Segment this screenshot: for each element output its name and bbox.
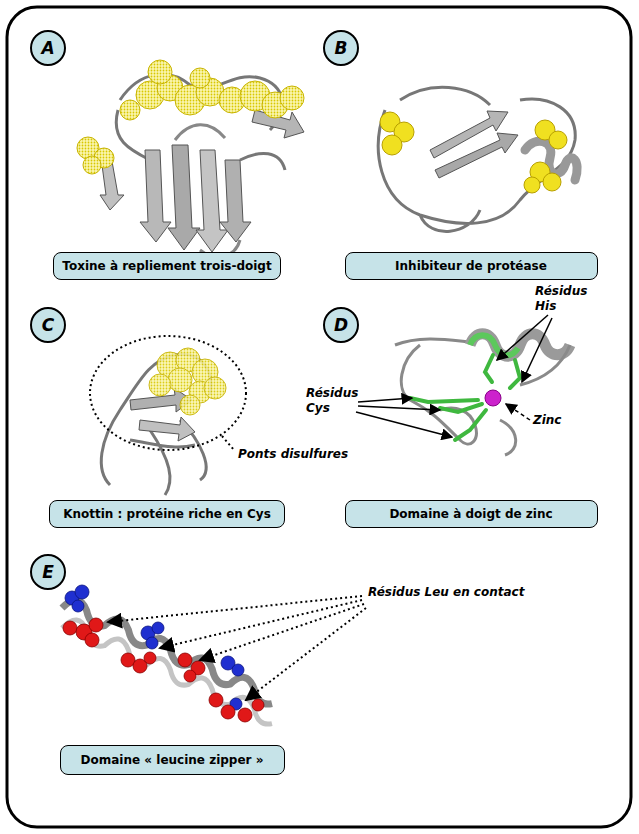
annotation-label: Zinc	[533, 413, 561, 428]
illustration-part	[435, 133, 518, 178]
illustration-part	[168, 368, 192, 392]
illustration-part	[204, 377, 226, 399]
annotation-label: Résidus Cys	[306, 386, 366, 416]
panel-letter: D	[334, 315, 348, 335]
illustration-part	[380, 112, 567, 193]
illustration-part	[139, 417, 195, 441]
illustration-part	[120, 100, 140, 120]
annotation-label: Ponts disulfures	[238, 447, 348, 462]
caption-text: Knottin : protéine riche en Cys	[63, 507, 271, 521]
illustration-part	[108, 596, 362, 622]
illustration-part	[220, 160, 251, 242]
illustration-part	[77, 60, 304, 174]
illustration-part	[196, 150, 228, 252]
illustration-part	[144, 652, 156, 664]
illustration-part	[75, 585, 89, 599]
illustration-part	[65, 585, 244, 710]
panel-letter: B	[335, 38, 348, 58]
caption-box: Toxine à repliement trois-doigt	[53, 252, 281, 280]
illustration-part	[410, 398, 478, 402]
illustration-part	[238, 708, 252, 722]
panel-letter-circle: E	[30, 554, 66, 590]
illustration-part	[485, 355, 493, 382]
illustration-part	[222, 436, 234, 450]
illustration-part	[543, 173, 561, 191]
illustration-part	[356, 412, 452, 437]
illustration-part	[140, 150, 171, 242]
illustration-part	[178, 653, 192, 667]
panel-letter: A	[41, 38, 54, 58]
illustration-part	[497, 315, 548, 360]
illustration-part	[382, 135, 402, 155]
illustration-part	[358, 406, 440, 410]
illustration-part	[358, 398, 412, 402]
illustration-part	[470, 335, 518, 355]
illustration-part	[89, 618, 103, 632]
illustration-part	[455, 410, 486, 440]
illustration-part	[55, 596, 283, 706]
annotation-label: Résidus Leu en contact	[368, 585, 524, 600]
caption-text: Domaine à doigt de zinc	[389, 507, 552, 521]
illustration-part	[63, 618, 264, 722]
illustration-part	[549, 131, 567, 149]
illustration-part	[180, 395, 200, 415]
illustration-part	[440, 404, 482, 412]
illustration-part	[200, 604, 364, 660]
protease-inhibitor	[378, 87, 577, 231]
illustration-part	[410, 355, 520, 440]
panel-letter: E	[42, 562, 54, 582]
illustration-part	[168, 145, 200, 250]
caption-box: Knottin : protéine riche en Cys	[49, 500, 285, 528]
knottin	[90, 336, 246, 495]
caption-text: Domaine « leucine zipper »	[81, 753, 264, 767]
panel-letter-circle: C	[30, 307, 66, 343]
illustration-part	[85, 633, 99, 647]
caption-text: Toxine à repliement trois-doigt	[62, 259, 271, 273]
illustration-part	[190, 68, 210, 88]
illustration-part	[63, 621, 77, 635]
illustration-part	[524, 177, 540, 193]
panel-letter-circle: D	[323, 307, 359, 343]
illustration-part	[232, 664, 244, 676]
leucine-zipper	[55, 585, 366, 726]
illustration-part	[160, 600, 362, 648]
zinc-finger	[356, 315, 570, 455]
illustration-part	[430, 111, 508, 158]
illustration-part	[401, 345, 570, 455]
illustration-part	[209, 693, 223, 707]
illustration-part	[280, 86, 304, 110]
illustration-part	[252, 699, 264, 711]
illustration-part	[149, 348, 226, 415]
caption-box: Domaine à doigt de zinc	[345, 500, 598, 528]
three-finger-toxin	[77, 60, 304, 257]
illustration-part	[246, 608, 366, 700]
caption-box: Domaine « leucine zipper »	[60, 745, 285, 775]
illustration-part	[108, 596, 366, 700]
illustration-part	[72, 600, 84, 612]
annotation-label: Résidus His	[535, 284, 605, 314]
illustration-part	[55, 616, 283, 726]
panel-letter-circle: A	[30, 30, 66, 66]
illustration-part	[148, 60, 172, 84]
illustration-part	[83, 156, 101, 174]
illustration-part	[90, 336, 246, 450]
illustration-part	[485, 390, 501, 406]
illustration-part	[522, 318, 552, 382]
illustration-part	[470, 334, 570, 357]
caption-box: Inhibiteur de protéase	[345, 252, 598, 280]
illustration-part	[149, 374, 171, 396]
illustration-part	[221, 705, 235, 719]
outer-frame	[7, 7, 631, 827]
panel-letter: C	[42, 315, 54, 335]
caption-text: Inhibiteur de protéase	[395, 259, 547, 273]
illustration-part	[395, 339, 470, 345]
illustration-part	[152, 622, 164, 634]
panel-letter-circle: B	[323, 30, 359, 66]
illustration-part	[184, 670, 196, 682]
illustration-part	[146, 637, 158, 649]
illustration-part	[510, 360, 520, 388]
illustration-part	[506, 404, 530, 420]
